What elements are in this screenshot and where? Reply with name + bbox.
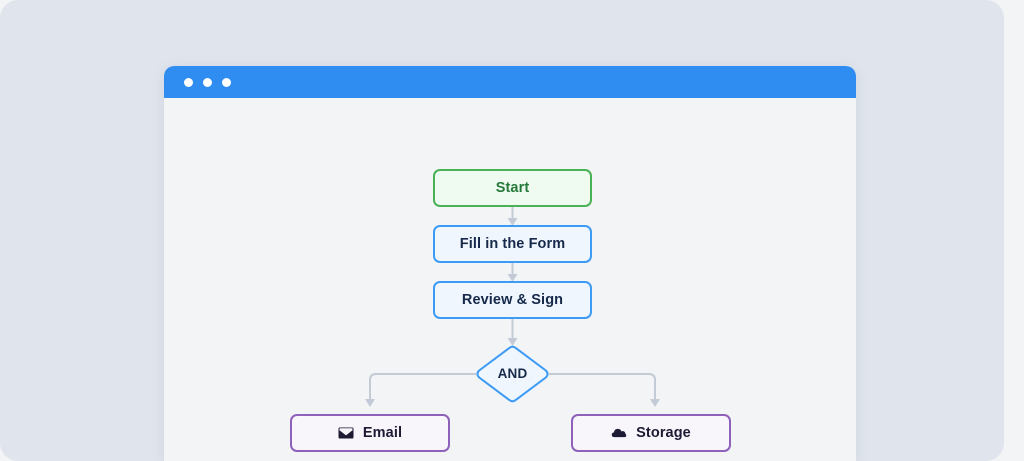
diamond-shape-icon (476, 345, 549, 403)
cloud-icon (611, 425, 627, 441)
connector-layer (365, 207, 660, 407)
flowchart-canvas[interactable]: Start Fill in the Form Review & Sign AND… (164, 98, 856, 461)
edge-gate-to-email (369, 373, 476, 399)
flow-node-storage-label: Storage (636, 425, 691, 441)
edge-gate-to-storage (549, 373, 656, 399)
close-dot-icon[interactable] (184, 77, 193, 87)
envelope-icon (338, 425, 354, 441)
minimize-dot-icon[interactable] (203, 77, 212, 87)
browser-window: Start Fill in the Form Review & Sign AND… (164, 66, 856, 461)
window-titlebar (164, 66, 856, 98)
flow-node-review-sign-label: Review & Sign (461, 292, 564, 308)
flow-node-review-sign[interactable]: Review & Sign (433, 281, 592, 319)
window-controls[interactable] (184, 66, 231, 98)
flow-node-fill-form[interactable]: Fill in the Form (433, 225, 592, 263)
flow-node-start[interactable]: Start (433, 169, 592, 207)
arrowhead-email (365, 399, 375, 407)
flow-node-email-label: Email (362, 425, 403, 441)
maximize-dot-icon[interactable] (222, 77, 231, 87)
arrowhead-storage (650, 399, 660, 407)
flow-node-email[interactable]: Email (290, 414, 450, 452)
flow-node-storage[interactable]: Storage (571, 414, 731, 452)
flow-node-and-gate-label: AND (497, 366, 528, 381)
flow-node-fill-form-label: Fill in the Form (459, 236, 566, 252)
flow-node-start-label: Start (495, 180, 530, 196)
